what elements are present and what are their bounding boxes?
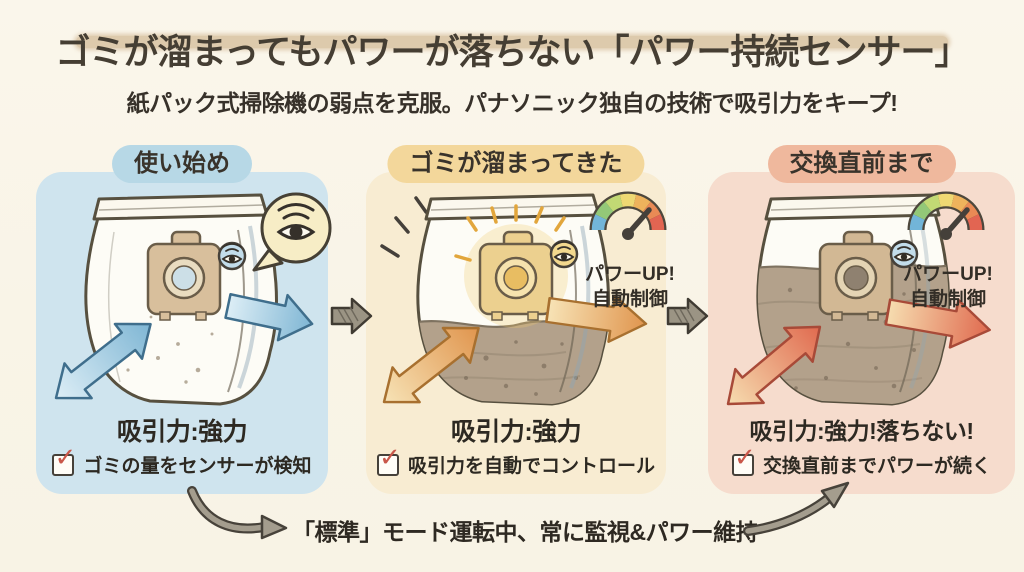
sensor-eye-icon <box>889 239 919 269</box>
suction-status-label: 吸引力:強力 <box>450 418 582 446</box>
bag-illustration-new <box>54 192 332 406</box>
power-up-note: パワーUP! 自動制御 <box>888 262 1008 312</box>
power-up-line: パワーUP! <box>903 264 993 285</box>
watching-eye-bubble-icon <box>252 192 332 272</box>
bag-illustration-full <box>726 191 991 406</box>
feature-check-label: 交換直前までパワーが続く <box>762 456 991 477</box>
feature-check-row: ✓ 吸引力を自動でコントロール <box>366 444 666 478</box>
page-subtitle: 紙パック式掃除機の弱点を克服。パナソニック独自の技術で吸引力をキープ! <box>126 90 898 116</box>
panel-before-replacement: 交換直前まで <box>708 145 1015 494</box>
panel-label-start: 使い始め <box>112 145 252 183</box>
checkbox-icon: ✓ <box>52 444 76 476</box>
page-title: ゴミが溜まってもパワーが落ちない「パワー持続センサー」 <box>55 33 969 72</box>
dust-bag <box>416 193 610 406</box>
suction-arrow-diagonal <box>54 322 152 400</box>
power-up-line: パワーUP! <box>585 264 675 285</box>
suction-arrow-right <box>545 295 648 343</box>
auto-control-line: 自動制御 <box>909 289 986 310</box>
suction-arrow-diagonal <box>726 325 822 406</box>
panel-dust-accumulating: ゴミが溜まってきた <box>366 145 675 494</box>
bag-mount-plate <box>818 230 894 321</box>
suction-arrow-diagonal <box>382 326 480 404</box>
title-underline-smudge <box>76 36 948 48</box>
feature-check-label: 吸引力を自動でコントロール <box>407 456 655 477</box>
sensor-eye-icon <box>549 239 579 269</box>
feature-check-row: ✓ ゴミの量をセンサーが検知 <box>36 444 328 478</box>
check-icon: ✓ <box>378 441 401 472</box>
curved-arrow-down-icon <box>187 486 288 540</box>
power-gauge-icon <box>589 191 667 240</box>
connector-arrow-icon <box>330 297 373 335</box>
bag-illustration-half-full <box>380 191 667 406</box>
power-up-note: パワーUP! 自動制御 <box>570 262 690 312</box>
suction-arrow-right <box>224 293 314 342</box>
suction-status-label: 吸引力:強力 <box>116 418 248 446</box>
dust-bag <box>84 193 278 406</box>
bag-mount-plate-glowing <box>478 230 554 321</box>
panel-start-of-use: 使い始め <box>36 145 332 494</box>
curved-arrow-up-icon <box>743 481 850 536</box>
emphasis-dashes <box>380 196 428 258</box>
footer-note: 「標準」モード運転中、常に監視&パワー維持 <box>292 519 759 545</box>
header: ゴミが溜まってもパワーが落ちない「パワー持続センサー」 <box>0 24 1024 75</box>
feature-check-row: ✓ 交換直前までパワーが続く <box>708 444 1015 478</box>
checkbox-icon: ✓ <box>731 444 756 476</box>
connector-arrow-icon <box>666 297 709 335</box>
panel-label-accumulating: ゴミが溜まってきた <box>387 145 645 183</box>
check-icon: ✓ <box>733 441 756 472</box>
check-icon: ✓ <box>54 441 77 472</box>
feature-check-label: ゴミの量をセンサーが検知 <box>83 456 312 477</box>
auto-control-line: 自動制御 <box>591 289 668 310</box>
suction-arrow-right <box>884 298 991 349</box>
sensor-eye-icon <box>217 241 247 271</box>
suction-status-label: 吸引力:強力!落ちない! <box>749 418 974 444</box>
power-gauge-icon <box>907 191 985 240</box>
panel-label-before-replacement: 交換直前まで <box>767 145 956 183</box>
checkbox-icon: ✓ <box>376 444 401 476</box>
bag-mount-plate <box>146 230 222 321</box>
